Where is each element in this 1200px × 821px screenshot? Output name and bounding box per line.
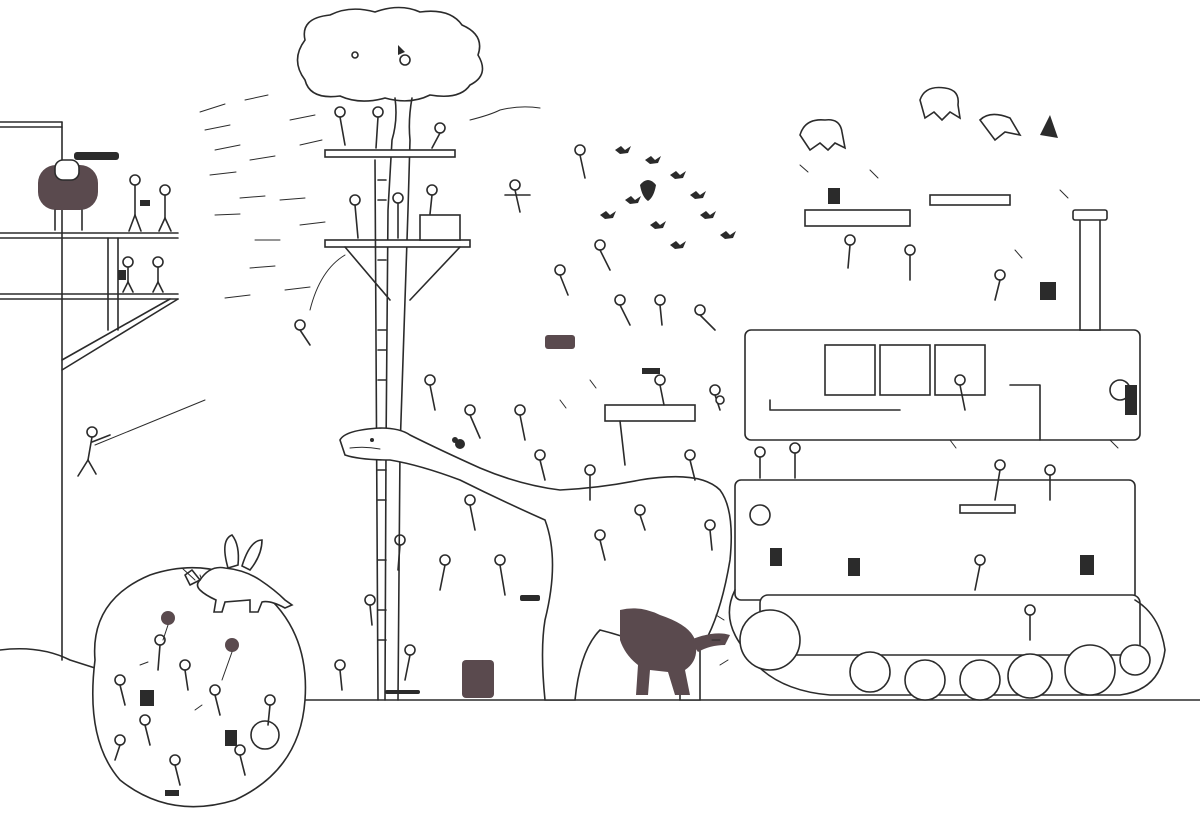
zipline (94, 399, 206, 446)
ghosts (799, 86, 1058, 152)
debris (139, 164, 1119, 711)
crow-flock (600, 146, 736, 249)
bubble-sphere (92, 566, 307, 808)
flying-figures (334, 144, 721, 691)
tread-wheels (849, 644, 1151, 701)
small-raptor (620, 608, 730, 695)
tank-machine (604, 188, 1166, 701)
ground-line (0, 647, 1200, 701)
arrow-volley (199, 94, 326, 299)
zipline-rider (77, 426, 111, 477)
balloons (161, 611, 239, 681)
treehouse (294, 6, 541, 701)
scaffold-tower (0, 121, 179, 661)
pegasus (184, 534, 294, 613)
